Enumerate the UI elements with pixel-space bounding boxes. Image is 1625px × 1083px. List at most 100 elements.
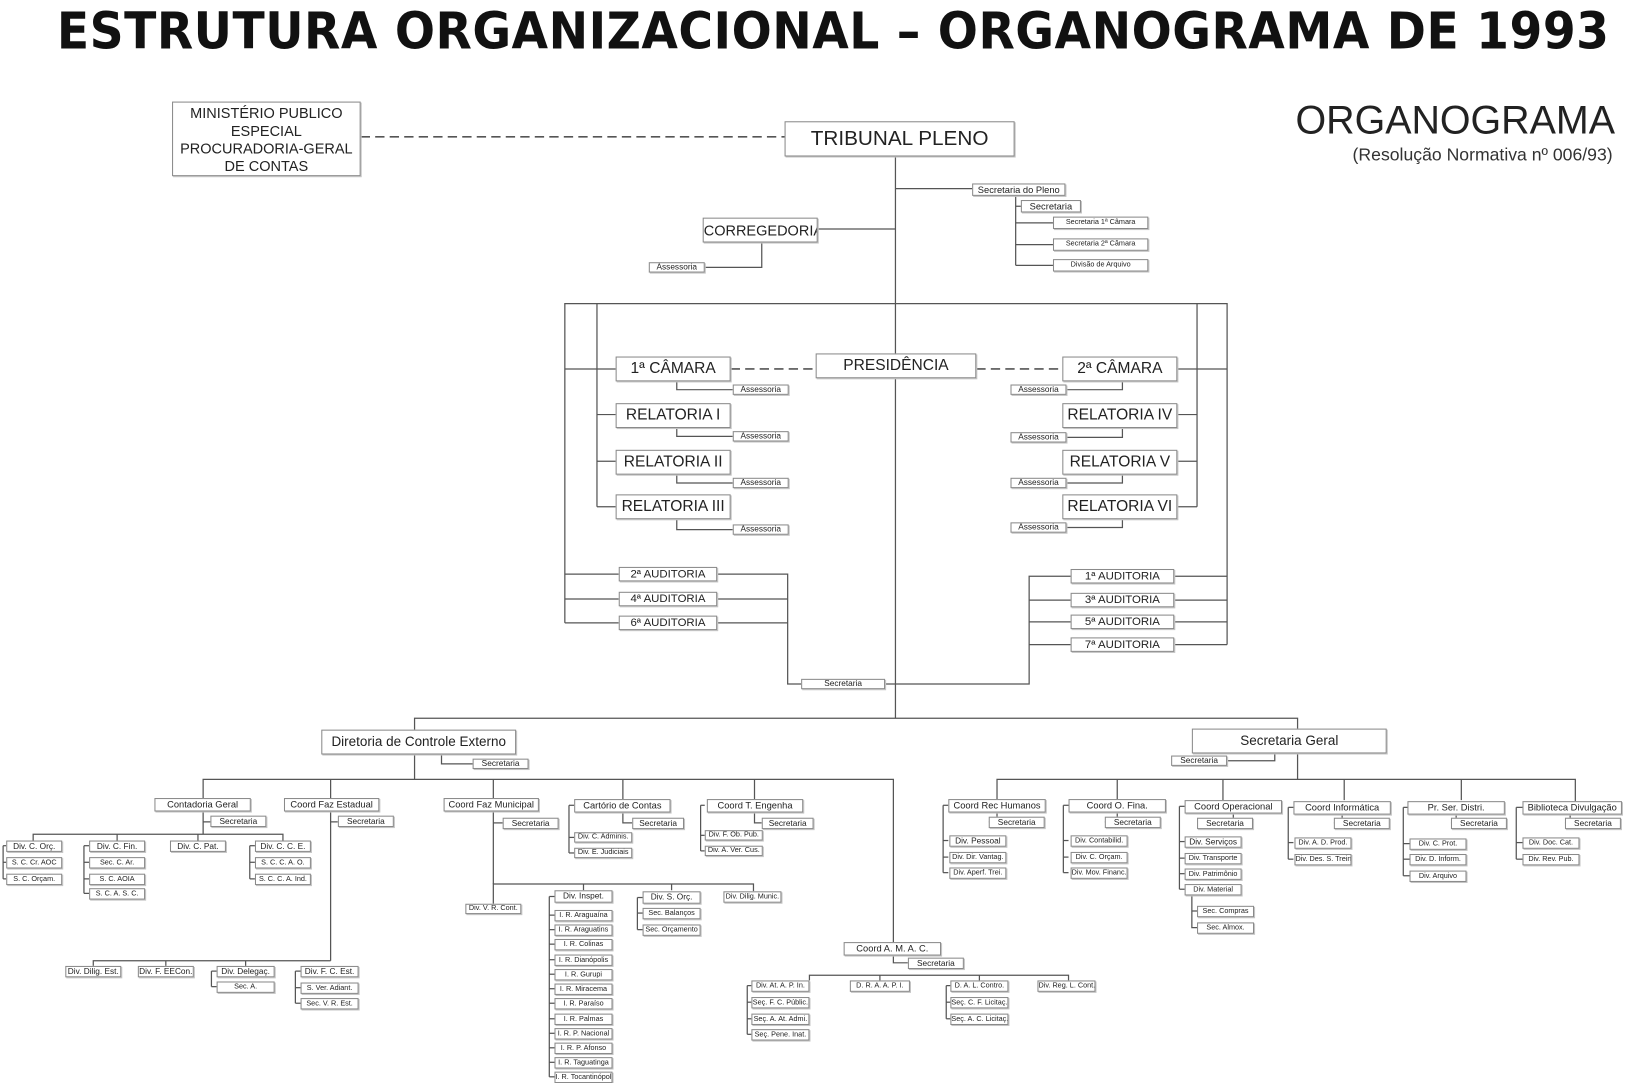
connector [622,812,633,824]
org-unit-sg_sec: Secretaria [1171,755,1228,766]
org-unit-seca: Sec. A. [216,981,275,993]
connector [1191,895,1198,929]
org-unit-cc: Cartório de Contas [574,799,671,813]
org-unit-dcce: Div. C. C. E. [254,840,311,852]
org-unit-cinf: Coord Informática [1293,801,1391,815]
connector [885,575,1071,685]
org-unit-secacl: Seç. A. C. Licitaç. [950,1013,1009,1025]
org-unit-darq: Div. Arquivo [1409,870,1467,882]
org-unit-cfe: Coord Faz Estadual [283,798,380,812]
org-unit-ir-8: I. R. P. Nacional [554,1028,613,1040]
org-unit-ddv: Div. Dir. Vantag. [949,851,1007,864]
org-unit-dat: Div. Aperf. Trei. [949,867,1007,879]
org-unit-sccraoc: S. C. Cr. AOC [6,857,63,869]
org-unit-psd: Pr. Ser. Distri. [1407,801,1505,815]
org-unit-scorcam: S. C. Orçam. [6,873,63,886]
org-unit-r6: RELATORIA VI [1062,494,1178,520]
org-unit-ir-3: I. R. Dianópolis [554,954,613,966]
org-unit-scasc: S. C. A. S. C. [89,888,146,900]
org-unit-r4: RELATORIA IV [1062,403,1178,429]
org-unit-sefcp: Seç. F. C. Públic. [751,997,810,1009]
org-unit-pres: PRESIDÊNCIA [815,353,977,379]
org-unit-secpl_sec: Secretaria [1020,200,1081,213]
org-unit-dco: Div. C. Orç. [6,840,63,852]
connector [1066,428,1124,438]
org-unit-camac_sec: Secretaria [907,957,964,970]
org-unit-dde: Div. Dilig. Est. [65,965,122,978]
connector [1227,753,1276,762]
org-unit-r1: RELATORIA I [615,403,731,429]
org-unit-r2a: Assessoria [732,477,789,489]
connector [492,883,755,904]
org-unit-secpleno: Secretaria do Pleno [972,183,1066,196]
org-unit-secar: Sec. C. Ar. [89,857,146,869]
org-unit-dalc: D. A. L. Contro. [950,980,1009,992]
org-unit-cfe_sec: Secretaria [337,815,394,828]
org-unit-aud2: 2ª AUDITORIA [618,566,718,582]
org-unit-sver: S. Ver. Adiant. [300,982,359,994]
org-unit-dcont: Div. Contabilid. [1070,835,1128,847]
org-unit-crh_sec: Secretaria [988,816,1045,829]
org-unit-aud1: 1ª AUDITORIA [1070,568,1175,584]
org-unit-ddinf: Div. D. Inform. [1409,853,1467,866]
org-unit-dcpat: Div. C. Pat. [169,840,226,852]
org-unit-ir-0: I. R. Araguaína [554,909,613,922]
connector [1066,474,1124,484]
org-unit-dvrc: Div. V. R. Cont. [465,903,522,915]
org-unit-drev: Div. Rev. Pub. [1522,853,1580,866]
org-unit-camac: Coord A. M. A. C. [843,942,942,956]
connector [753,812,762,824]
org-unit-datap: Div. At. A. P. In. [751,980,810,992]
org-unit-cinf_sec: Secretaria [1333,817,1390,830]
org-unit-c1a: Assessoria [732,384,789,395]
org-unit-cc_sec: Secretaria [632,817,685,830]
connector [808,974,1070,981]
connector [92,960,331,966]
org-unit-tp: TRIBUNAL PLENO [784,121,1015,157]
org-unit-r3a: Assessoria [732,524,789,535]
org-unit-dpes: Div. Pessoal [949,835,1007,847]
org-unit-cfm_sec: Secretaria [502,817,559,830]
connector [676,519,733,531]
org-unit-mp: MINISTÉRIO PUBLICO ESPECIAL PROCURADORIA… [172,101,361,177]
org-unit-dpatr: Div. Patrimônio [1184,868,1242,880]
connector [32,833,284,841]
org-unit-dfee: Div. F. EECon. [137,965,194,978]
connector [676,474,733,484]
org-unit-secmid: Secretaria [801,678,886,690]
org-unit-dce: Diretoria de Controle Externo [321,729,517,755]
org-unit-aud3: 3ª AUDITORIA [1070,592,1175,608]
org-unit-ddm: Div. Dilig. Munic. [723,891,782,903]
org-unit-dsorc: Div. S. Orç. [642,891,701,904]
org-unit-ddoc: Div. Doc. Cat. [1522,837,1580,849]
org-unit-sg: Secretaria Geral [1191,728,1387,754]
org-unit-c2a: Assessoria [1010,384,1067,395]
connector [704,242,763,269]
org-unit-cop: Coord Operacional [1184,800,1283,814]
connector [676,381,733,391]
org-unit-scaoia: S. C. AOIA [89,873,146,886]
org-unit-cof_sec: Secretaria [1104,816,1161,829]
org-unit-sec1c: Secretaria 1ª Câmara [1052,216,1149,230]
connector [413,717,1299,730]
org-unit-ir-9: I. R. P. Afonso [554,1042,613,1055]
org-unit-secpene: Seç. Pene. Inat. [751,1029,810,1041]
org-unit-r1a: Assessoria [732,431,789,442]
org-unit-dcprot: Div. C. Prot. [1409,838,1467,850]
org-unit-secorc: Sec. Orçamento [642,924,701,936]
org-unit-divarq: Divisão de Arquivo [1052,259,1149,272]
org-unit-r5a: Assessoria [1010,477,1067,489]
org-unit-cfm: Coord Faz Municipal [443,798,539,812]
org-unit-dcorc: Div. C. Orçam. [1070,851,1128,864]
org-unit-sec2c: Secretaria 2ª Câmara [1052,238,1149,251]
org-unit-ddst: Div. Des. S. Trein. [1294,853,1352,866]
org-unit-dadp: Div. A. D. Prod. [1294,837,1352,849]
org-unit-ir-5: I. R. Miracema [554,983,613,995]
org-unit-c2: 2ª CÂMARA [1062,356,1178,382]
org-unit-r2: RELATORIA II [615,449,731,475]
org-unit-cof: Coord O. Fina. [1068,799,1166,813]
org-unit-bib_sec: Secretaria [1564,817,1621,830]
org-unit-psd_sec: Secretaria [1450,817,1507,830]
